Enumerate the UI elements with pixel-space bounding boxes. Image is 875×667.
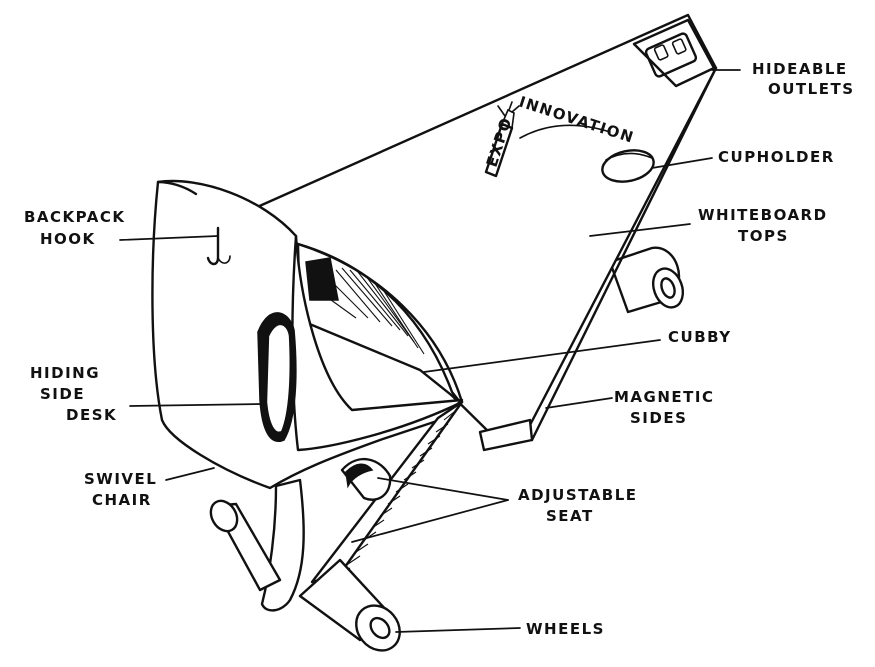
- label-cupholder-text: CUPHOLDER: [718, 148, 835, 166]
- label-backpack-hook: BACKPACK HOOK: [24, 208, 126, 248]
- outlet-panel: [632, 18, 716, 88]
- cubby-shadow: [305, 257, 425, 355]
- leader-whiteboard: [589, 223, 691, 237]
- desk-top: EXPO INNOVATION: [253, 13, 718, 452]
- leader-lines: [119, 69, 741, 633]
- label-adjustable: ADJUSTABLE: [518, 486, 638, 504]
- leader-seat-2: [351, 499, 509, 543]
- label-wheels-text: WHEELS: [526, 620, 605, 638]
- label-adjustable-seat: ADJUSTABLE SEAT: [518, 486, 638, 525]
- label-side: SIDE: [40, 385, 85, 403]
- label-hook: HOOK: [40, 230, 96, 248]
- label-hiding: HIDING: [30, 364, 100, 382]
- outlet-icon: [644, 32, 698, 78]
- leader-side-desk: [129, 403, 263, 407]
- leader-swivel: [165, 467, 215, 481]
- label-whiteboard: WHITEBOARD: [698, 206, 828, 224]
- cubby: [296, 242, 464, 404]
- label-desk: DESK: [66, 406, 117, 424]
- rear-wheel-axle: [608, 246, 685, 314]
- leader-wheels: [395, 627, 521, 633]
- label-swivel: SWIVEL: [84, 470, 157, 488]
- label-chair: CHAIR: [92, 491, 152, 509]
- label-cubby: CUBBY: [668, 328, 732, 346]
- leader-cupholder: [651, 157, 713, 169]
- label-hiding-side-desk: HIDING SIDE DESK: [30, 364, 117, 424]
- label-outlets: OUTLETS: [768, 80, 855, 98]
- label-magnetic: MAGNETIC: [614, 388, 714, 406]
- leader-hook: [119, 235, 219, 241]
- label-tops: TOPS: [738, 227, 789, 245]
- leader-magnetic: [545, 397, 613, 409]
- chair-base: [209, 478, 401, 652]
- label-cupholder: CUPHOLDER: [718, 148, 835, 166]
- label-whiteboard-tops: WHITEBOARD TOPS: [698, 206, 828, 245]
- label-cubby-text: CUBBY: [668, 328, 732, 346]
- label-sides: SIDES: [630, 409, 687, 427]
- label-magnetic-sides: MAGNETIC SIDES: [614, 388, 714, 427]
- chair-shell: [151, 179, 464, 490]
- label-wheels: WHEELS: [526, 620, 605, 638]
- leader-seat-1: [377, 477, 509, 501]
- cupholder-icon: [601, 149, 655, 183]
- leader-cubby: [423, 339, 661, 373]
- label-hideable-outlets: HIDEABLE OUTLETS: [752, 60, 855, 98]
- label-swivel-chair: SWIVEL CHAIR: [84, 470, 157, 509]
- label-seat: SEAT: [546, 507, 594, 525]
- label-hideable: HIDEABLE: [752, 60, 848, 78]
- label-backpack: BACKPACK: [24, 208, 126, 226]
